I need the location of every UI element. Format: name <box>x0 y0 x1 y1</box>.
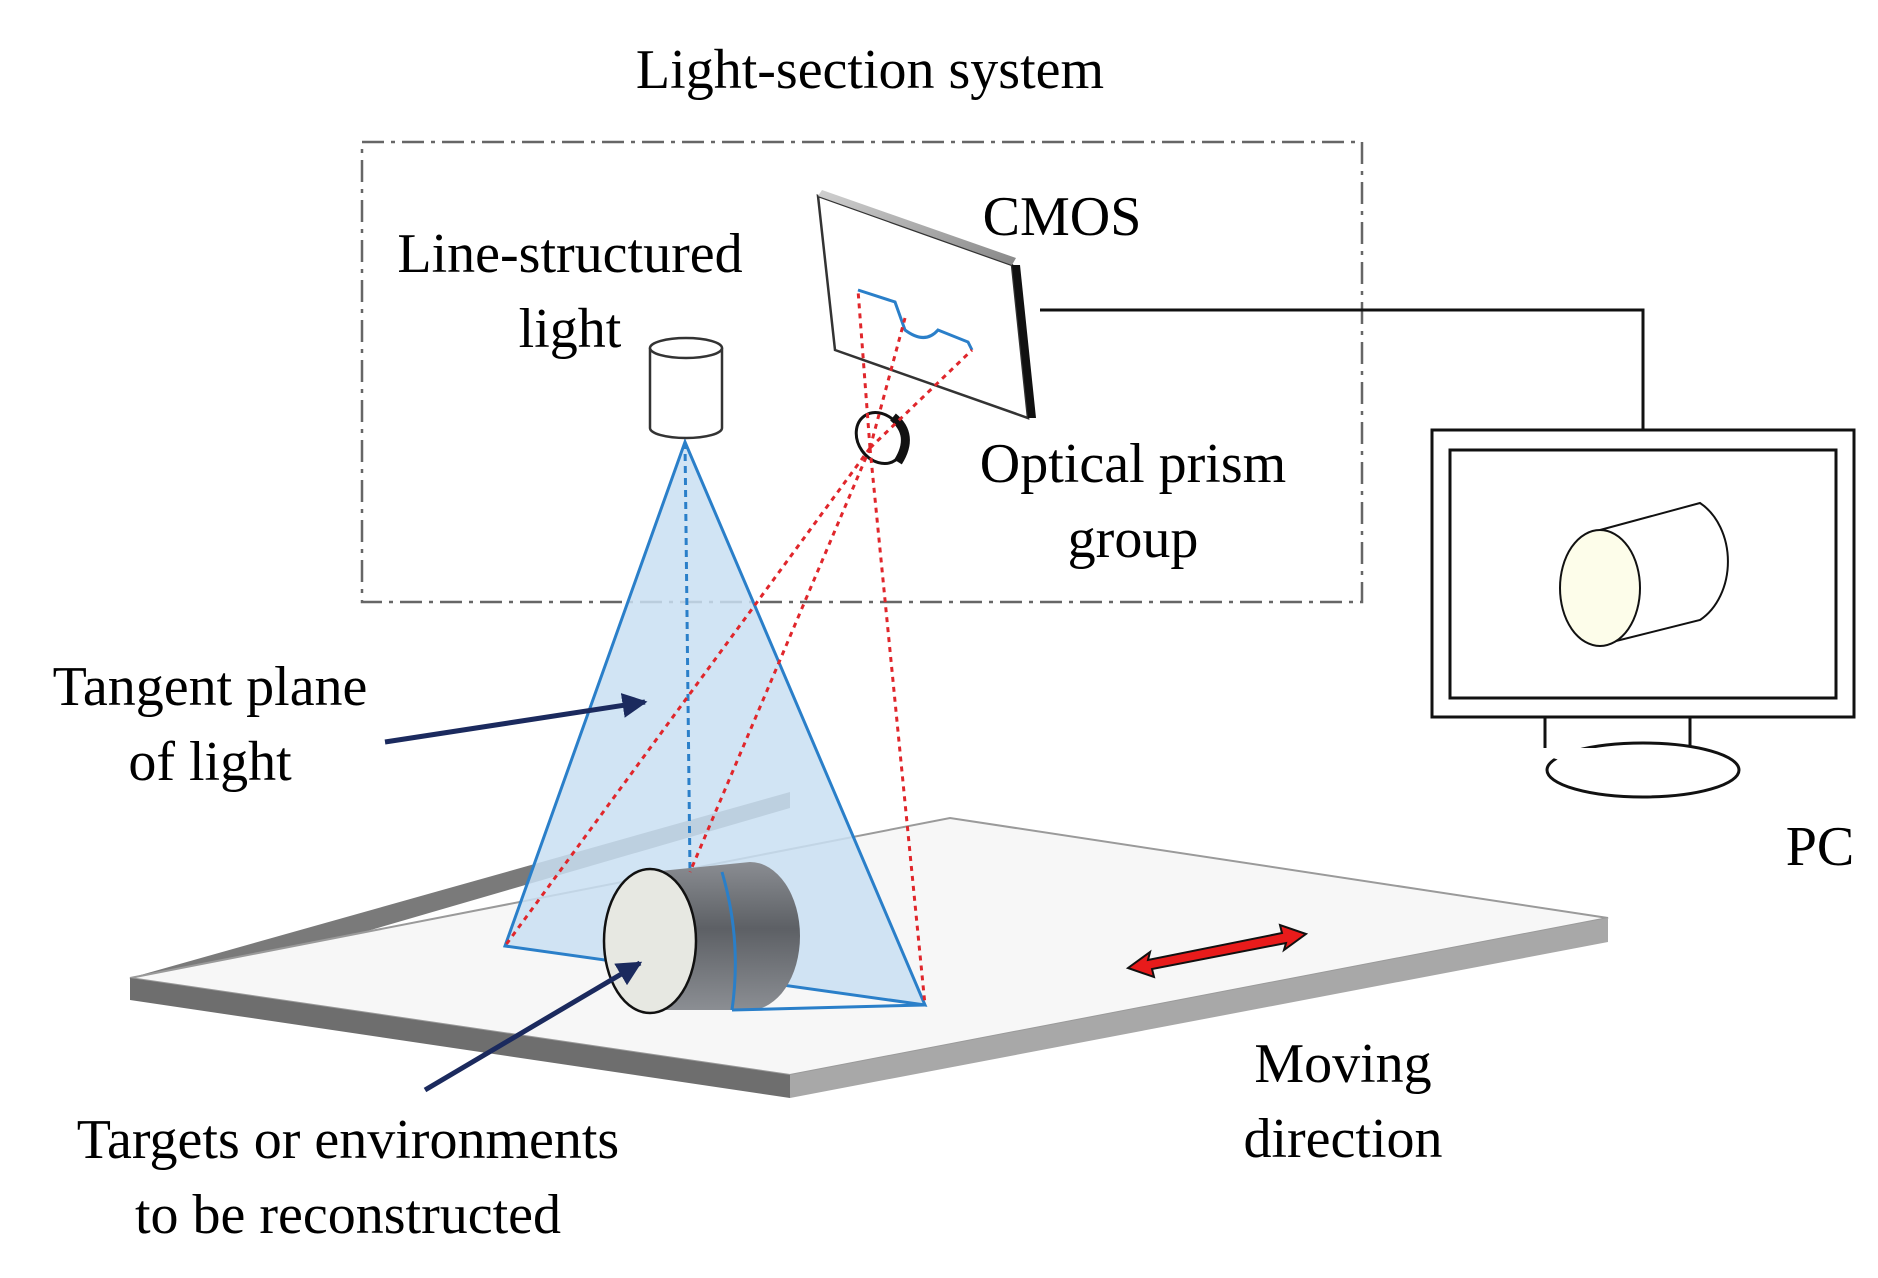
cmos-label: CMOS <box>983 186 1142 248</box>
targets-arrow <box>423 960 643 1093</box>
pc-monitor <box>1430 428 1856 799</box>
tangent-plane-label-line1: Tangent plane <box>53 656 368 718</box>
line-light-label-line1: Line-structured <box>397 223 742 285</box>
moving-direction-label-line1: Moving <box>1254 1033 1431 1095</box>
tangent-plane-label-line2: of light <box>128 731 292 793</box>
cmos-sensor <box>816 190 1036 420</box>
prism-label-line2: group <box>1068 508 1199 570</box>
line-light-label-line2: light <box>519 298 622 360</box>
pc-cable <box>1040 308 1645 430</box>
monitor-cylinder-icon <box>1559 501 1729 647</box>
tangent-plane-arrow <box>384 693 648 745</box>
pc-label: PC <box>1786 816 1855 878</box>
prism-label-line1: Optical prism <box>980 433 1286 495</box>
targets-label-line1: Targets or environments <box>77 1109 619 1171</box>
moving-direction-arrow <box>1125 923 1309 979</box>
targets-label-line2: to be reconstructed <box>135 1184 561 1246</box>
moving-direction-label-line2: direction <box>1243 1108 1442 1170</box>
light-section-system-box <box>360 140 1364 604</box>
reflected-rays <box>503 289 974 1006</box>
system-title: Light-section system <box>636 39 1104 101</box>
line-light-source <box>648 336 724 440</box>
